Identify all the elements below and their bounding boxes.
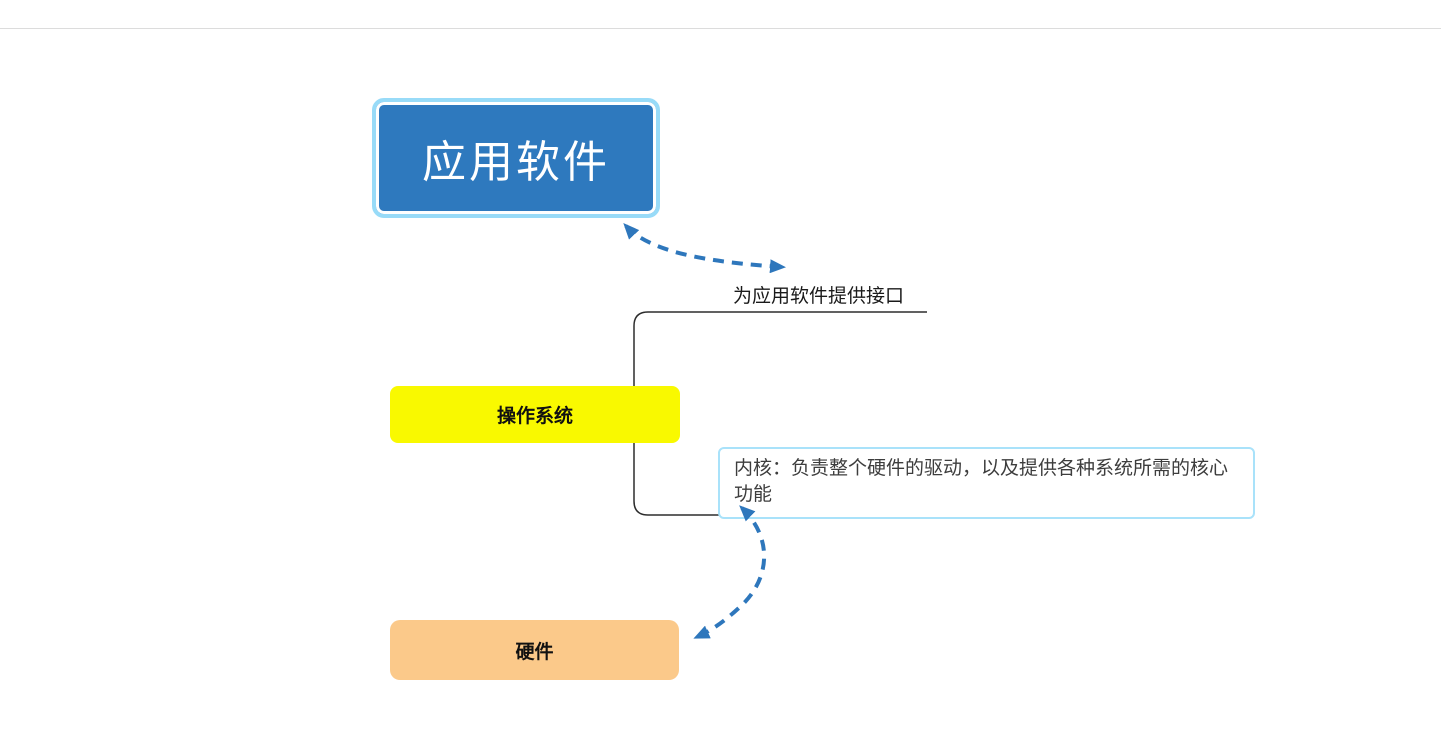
node-hardware-label: 硬件 — [515, 641, 554, 663]
node-hardware[interactable]: 硬件 — [390, 620, 679, 680]
canvas-top-divider — [0, 28, 1441, 29]
node-operating-system[interactable]: 操作系统 — [390, 386, 680, 443]
node-interface-label[interactable]: 为应用软件提供接口 — [733, 282, 905, 307]
node-application-software[interactable]: 应用软件 — [372, 98, 660, 218]
node-kernel-note[interactable]: 内核：负责整个硬件的驱动，以及提供各种系统所需的核心功能 — [718, 447, 1255, 519]
node-operating-system-label: 操作系统 — [496, 406, 573, 427]
node-interface-label-text: 为应用软件提供接口 — [733, 285, 905, 307]
node-application-software-label: 应用软件 — [422, 138, 610, 187]
node-kernel-note-text: 内核：负责整个硬件的驱动，以及提供各种系统所需的核心功能 — [734, 458, 1229, 505]
